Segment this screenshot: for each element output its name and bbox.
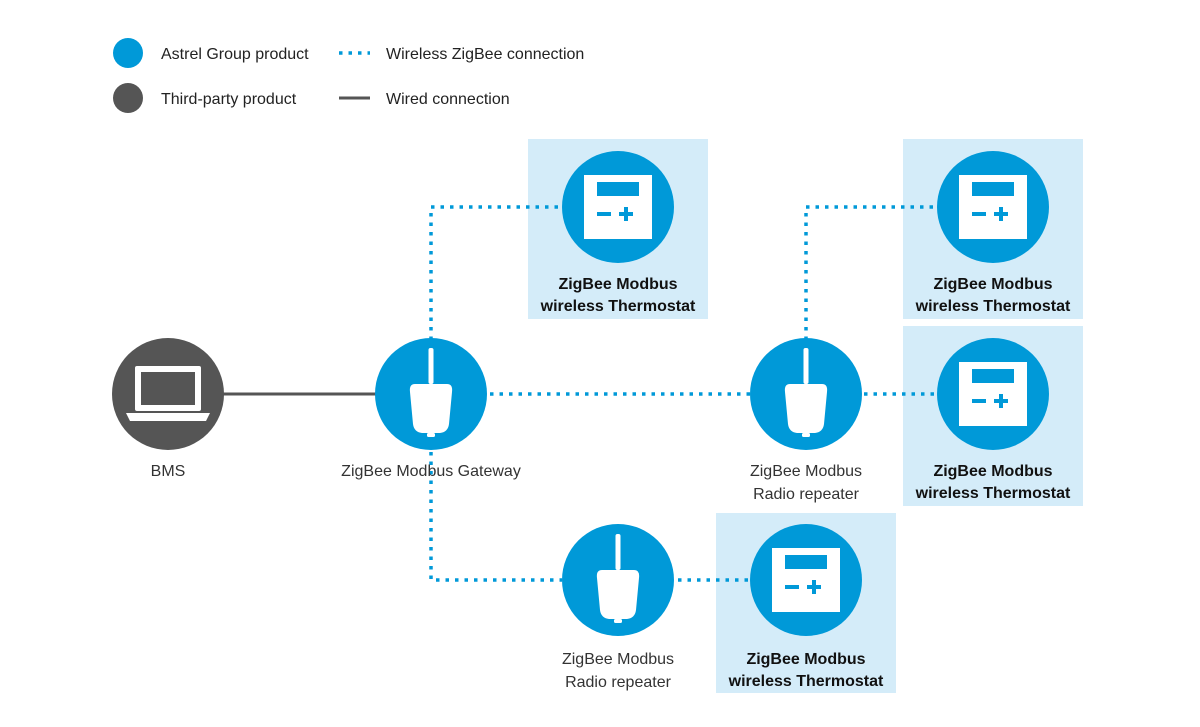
thermostat-node-2: ZigBee Modbus wireless Thermostat [915,151,1071,315]
thermostat-label-line2: wireless Thermostat [915,485,1071,502]
gateway-node: ZigBee Modbus Gateway [341,338,521,480]
thermostat-label-line1: ZigBee Modbus [933,276,1052,293]
connections [212,205,940,582]
legend-wired-label: Wired connection [386,91,510,108]
legend: Astrel Group product Third-party product… [113,38,584,113]
wireless-repeater-thermostat-2 [804,205,940,340]
repeater-bottom-label-line2: Radio repeater [565,674,672,691]
thermostat-icon [772,548,840,612]
thermostat-label-line2: wireless Thermostat [728,673,884,690]
thermostat-label-line1: ZigBee Modbus [933,463,1052,480]
thermostat-icon [959,175,1027,239]
thermostat-label-line2: wireless Thermostat [915,298,1071,315]
thermostat-label-line1: ZigBee Modbus [746,651,865,668]
legend-astrel-label: Astrel Group product [161,46,309,63]
bms-node: BMS [112,338,224,480]
repeater-right-label-line1: ZigBee Modbus [750,463,862,480]
bms-label: BMS [151,463,186,480]
thermostat-label-line2: wireless Thermostat [540,298,696,315]
thermostat-icon [584,175,652,239]
thermostat-node-1: ZigBee Modbus wireless Thermostat [540,151,696,315]
laptop-icon [126,366,210,421]
thermostat-label-line1: ZigBee Modbus [558,276,677,293]
repeater-right-node: ZigBee Modbus Radio repeater [750,338,862,503]
legend-astrel-swatch [113,38,143,68]
thermostat-node-4: ZigBee Modbus wireless Thermostat [728,524,884,690]
legend-third-party-label: Third-party product [161,91,297,108]
thermostat-icon [959,362,1027,426]
wireless-gateway-thermostat-1 [429,205,566,340]
thermostat-node-3: ZigBee Modbus wireless Thermostat [915,338,1071,502]
repeater-bottom-node: ZigBee Modbus Radio repeater [562,524,674,691]
legend-third-party-swatch [113,83,143,113]
legend-wireless-label: Wireless ZigBee connection [386,46,584,63]
gateway-label: ZigBee Modbus Gateway [341,463,521,480]
repeater-right-label-line2: Radio repeater [753,486,860,503]
repeater-bottom-label-line1: ZigBee Modbus [562,651,674,668]
